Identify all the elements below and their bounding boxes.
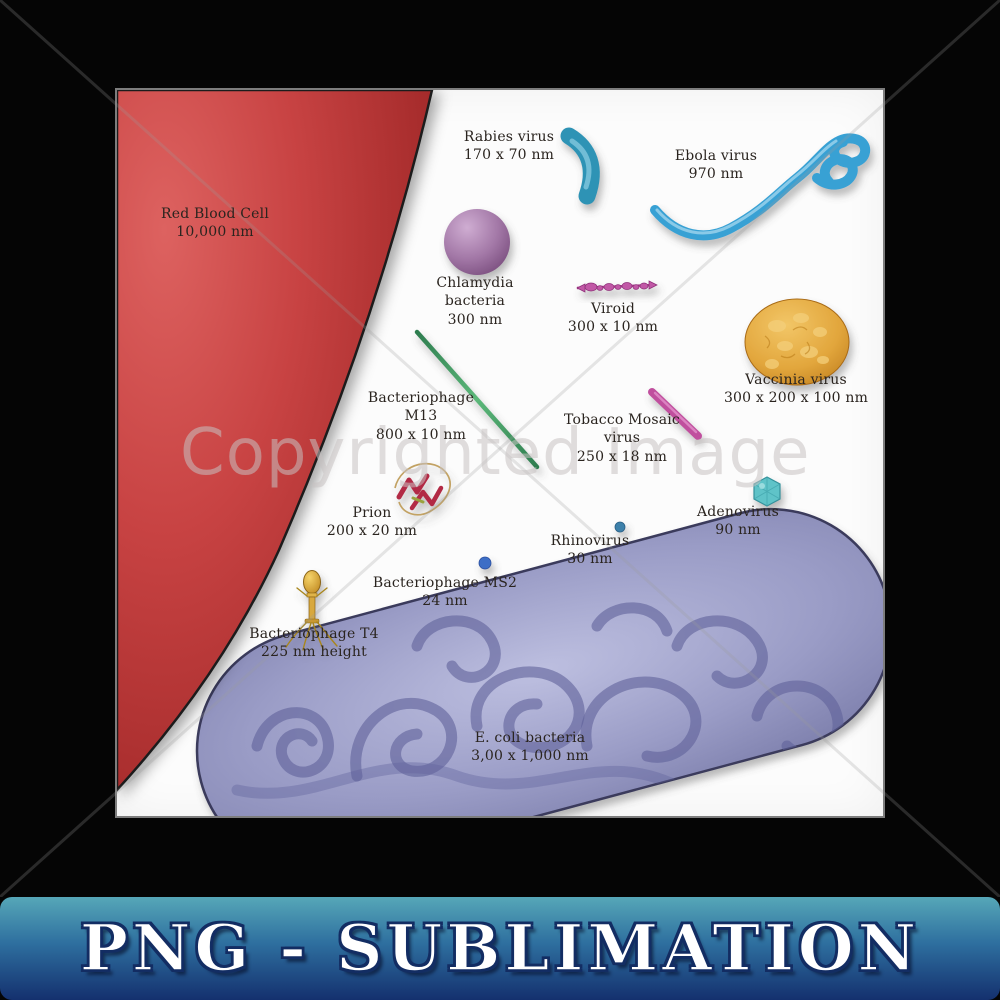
banner-text: PNG - SUBLIMATION — [79, 910, 921, 987]
label-adenovirus: Adenovirus 90 nm — [696, 504, 780, 539]
bacteriophage-t4-shape — [285, 570, 338, 651]
red-blood-cell-shape — [117, 90, 434, 792]
viroid-shape — [576, 280, 658, 293]
label-rhinovirus: Rhinovirus 30 nm — [550, 533, 630, 568]
tobacco-mosaic-virus-shape — [648, 388, 702, 440]
chlamydia-bacteria-shape — [444, 209, 510, 275]
ebola-virus-shape — [650, 133, 871, 241]
label-viroid: Viroid 300 x 10 nm — [567, 301, 659, 336]
label-red-blood-cell: Red Blood Cell 10,000 nm — [160, 206, 270, 241]
bacteriophage-ms2-shape — [478, 556, 492, 570]
size-comparison-illustration — [117, 90, 883, 816]
label-prion: Prion 200 x 20 nm — [326, 505, 418, 540]
label-bacteriophage-t4: Bacteriophage T4 225 nm height — [249, 626, 379, 661]
artwork-canvas — [115, 88, 885, 818]
bacteriophage-m13-shape — [414, 329, 540, 470]
label-bacteriophage-ms2: Bacteriophage MS2 24 nm — [372, 575, 518, 610]
label-tobacco-mosaic-virus: Tobacco Mosaic virus 250 x 18 nm — [564, 412, 680, 465]
rhinovirus-shape — [614, 521, 626, 533]
label-vaccinia-virus: Vaccinia virus 300 x 200 x 100 nm — [723, 372, 869, 407]
adenovirus-shape — [753, 476, 781, 507]
label-bacteriophage-m13: Bacteriophage M13 800 x 10 nm — [367, 390, 475, 443]
prion-shape — [394, 462, 451, 516]
vaccinia-virus-shape — [744, 298, 850, 386]
label-rabies-virus: Rabies virus 170 x 70 nm — [463, 129, 555, 164]
rabies-virus-shape — [560, 127, 600, 205]
label-chlamydia-bacteria: Chlamydia bacteria 300 nm — [436, 275, 514, 328]
label-ebola-virus: Ebola virus 970 nm — [674, 148, 758, 183]
product-banner: PNG - SUBLIMATION — [0, 897, 1000, 1000]
label-e-coli-bacteria: E. coli bacteria 3,00 x 1,000 nm — [471, 730, 589, 765]
